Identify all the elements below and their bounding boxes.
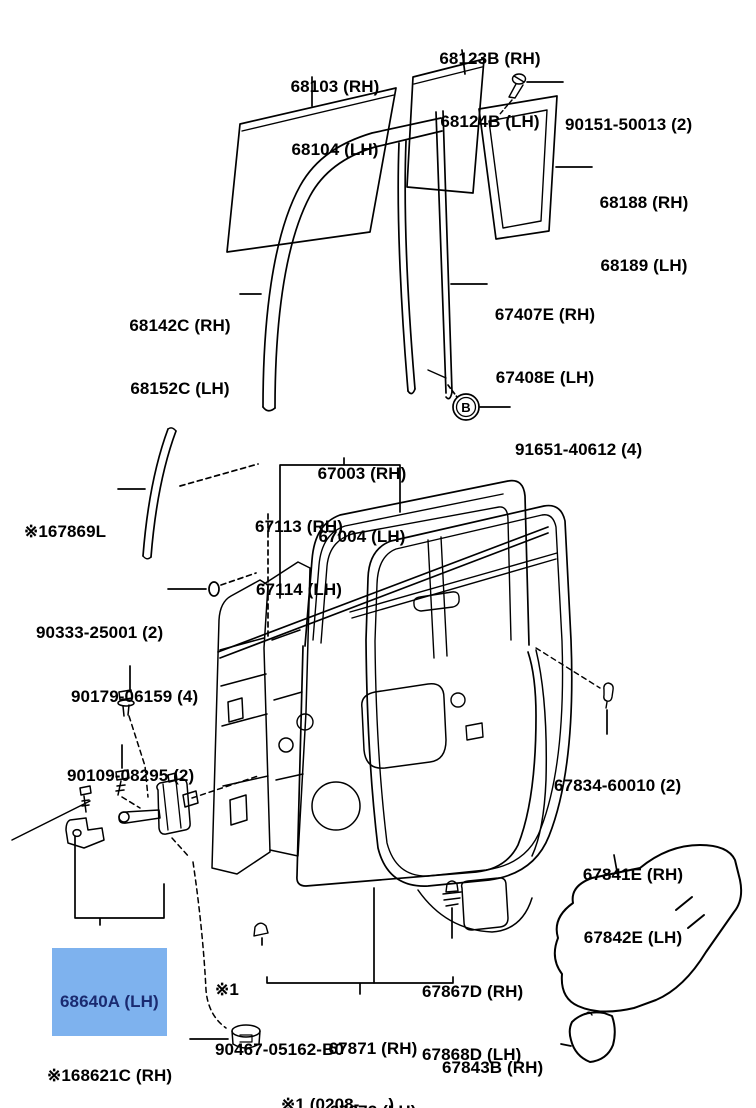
part-number: 67842E (LH) [583, 928, 683, 947]
diagram-id-code: 671229-I [658, 1077, 726, 1108]
label-door-check-lh-selected[interactable]: 68640A (LH) [52, 948, 167, 1036]
bolt-b-marker: B [461, 400, 471, 415]
clip-90467-icon [253, 922, 454, 995]
label-division-bar[interactable]: 67407E (RH) 67408E (LH) [489, 262, 601, 409]
grommet-90333-icon [167, 572, 257, 597]
part-number: 67004 (LH) [318, 527, 406, 546]
door-glass-drawing [226, 76, 397, 253]
label-weatherstrip-67871[interactable]: 67871 (RH) 67872 (LH) [321, 996, 425, 1108]
part-number: 90151-50013 (2) [565, 115, 693, 134]
label-inner-panel[interactable]: 67113 (RH) 67114 (LH) [248, 474, 350, 621]
part-number: 67113 (RH) [255, 517, 343, 536]
door-panel-drawing [217, 479, 558, 933]
hole-cover-drawing [553, 844, 743, 1013]
strip-167869-drawing [117, 427, 259, 560]
part-number: ※168621C (RH) [47, 1066, 173, 1085]
pin-67834-icon [535, 647, 614, 735]
part-number: 67003 (RH) [317, 464, 407, 483]
part-number: 67868D (LH) [422, 1045, 522, 1064]
door-panel-bracket [267, 457, 401, 637]
part-number: 90109-08295 (2) [67, 766, 195, 785]
part-number: 68124B (LH) [440, 112, 540, 131]
part-number: 67867D (RH) [422, 982, 524, 1001]
part-number: 67841E (RH) [582, 865, 684, 884]
part-number: ※167869L [24, 522, 107, 541]
label-glass-run[interactable]: 68142C (RH) 68152C (LH) [123, 273, 237, 420]
part-number: 90179-06159 (4) [71, 687, 199, 706]
label-cover-67843[interactable]: 67843B (RH) 67844A (RH) [442, 1015, 543, 1108]
part-number: 68188 (RH) [599, 193, 689, 212]
part-number: 67871 (RH) [328, 1039, 418, 1058]
label-clip-67834[interactable]: 67834-60010 (2) [554, 733, 681, 817]
vent-frame-drawing [478, 95, 593, 240]
part-number: 90467-05162-B0 [215, 1040, 344, 1059]
part-number: 67408E (LH) [495, 368, 595, 387]
part-number: 91651-40612 (4) [515, 440, 643, 459]
label-bolt-90109[interactable]: 90109-08295 (2) [67, 723, 194, 807]
label-door-panel[interactable]: 67003 (RH) 67004 (LH) [311, 421, 413, 568]
part-number: 90333-25001 (2) [36, 623, 164, 642]
vent-glass-drawing [406, 49, 485, 194]
label-weatherstrip-167869[interactable]: ※167869L [24, 479, 106, 563]
cover-67843-drawing [560, 1011, 616, 1063]
part-number: 68142C (RH) [129, 316, 231, 335]
label-bolt-91651[interactable]: 91651-40612 (4) [515, 397, 642, 481]
part-number: 67407E (RH) [494, 305, 596, 324]
part-number: 67843B (RH) [442, 1058, 544, 1077]
label-clip-67867[interactable]: 67867D (RH) 67868D (LH) [422, 939, 523, 1086]
part-number: 68123B (RH) [439, 49, 541, 68]
label-bolt-90179[interactable]: 90179-06159 (4) [71, 644, 198, 728]
part-number: 68152C (LH) [130, 379, 230, 398]
part-number: 67834-60010 (2) [554, 776, 682, 795]
part-number: 68103 (RH) [290, 77, 380, 96]
footnote-mark: ※1 [215, 980, 239, 999]
part-number: 67114 (LH) [255, 580, 343, 599]
part-number: 68640A (LH) [60, 992, 159, 1011]
part-number: 67872 (LH) [321, 1101, 425, 1108]
inner-panel-drawing [211, 561, 311, 875]
screw-90151-icon [499, 73, 564, 115]
part-number: 68104 (LH) [291, 140, 379, 159]
clip-168621-icon [189, 1024, 261, 1049]
label-door-glass[interactable]: 68103 (RH) 68104 (LH) [284, 34, 386, 181]
production-date-note: ※1 (0208- ) [281, 1095, 395, 1108]
division-bar-drawing [397, 110, 488, 400]
label-grommet-90333[interactable]: 90333-25001 (2) [36, 580, 163, 664]
label-screw-90151[interactable]: 90151-50013 (2) [565, 72, 692, 156]
glass-run-drawing [239, 117, 443, 412]
bolt-91651-marker [447, 384, 511, 421]
label-check-striker[interactable]: ※168621C (RH) ※168622A (LH) [47, 1023, 172, 1108]
label-hole-cover[interactable]: 67841E (RH) 67842E (LH) [576, 822, 690, 969]
label-vent-frame[interactable]: 68188 (RH) 68189 (LH) [594, 150, 694, 297]
label-vent-glass[interactable]: 68123B (RH) 68124B (LH) [436, 6, 544, 153]
door-check-drawing [11, 665, 259, 1029]
clip-67867-icon [442, 880, 462, 939]
label-clip-90467[interactable]: ※1 90467-05162-B0 [215, 940, 344, 1080]
weatherstrip-67871-drawing [365, 504, 573, 984]
part-number: 68189 (LH) [600, 256, 688, 275]
